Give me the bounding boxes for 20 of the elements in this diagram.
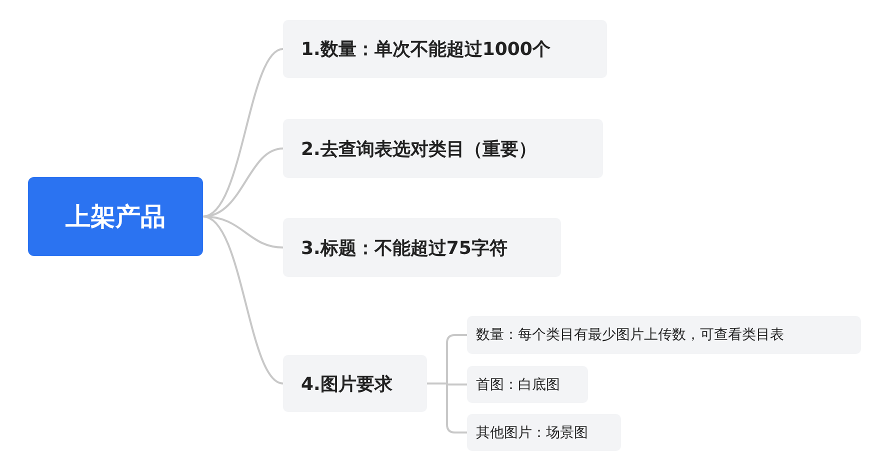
connector-line: [202, 216, 284, 384]
subtopic-box: [467, 366, 588, 403]
topic-text: 其他图片：场景图: [476, 424, 588, 442]
connector-line: [202, 48, 284, 218]
topic-text: 2.去查询表选对类目（重要）: [301, 138, 536, 160]
topic-text: 3.标题：不能超过75字符: [301, 236, 508, 260]
topic-text: 首图：白底图: [476, 376, 560, 394]
subtopic-box: [467, 316, 861, 354]
branch-topic-box: [283, 218, 561, 277]
subtopic-box: [467, 414, 621, 451]
branch-topic-box: [283, 20, 607, 78]
root-topic-box: [28, 177, 203, 256]
topic-text: 4.图片要求: [301, 372, 392, 396]
topic-text: 数量：每个类目有最少图片上传数，可查看类目表: [476, 326, 784, 344]
connector-line: [427, 382, 467, 434]
branch-topic-box: [283, 355, 427, 412]
topic-text: 1.数量：单次不能超过1000个: [301, 38, 550, 61]
branch-topic-box: [283, 119, 603, 178]
topic-text: 上架产品: [66, 201, 166, 233]
connector-line: [202, 216, 284, 248]
